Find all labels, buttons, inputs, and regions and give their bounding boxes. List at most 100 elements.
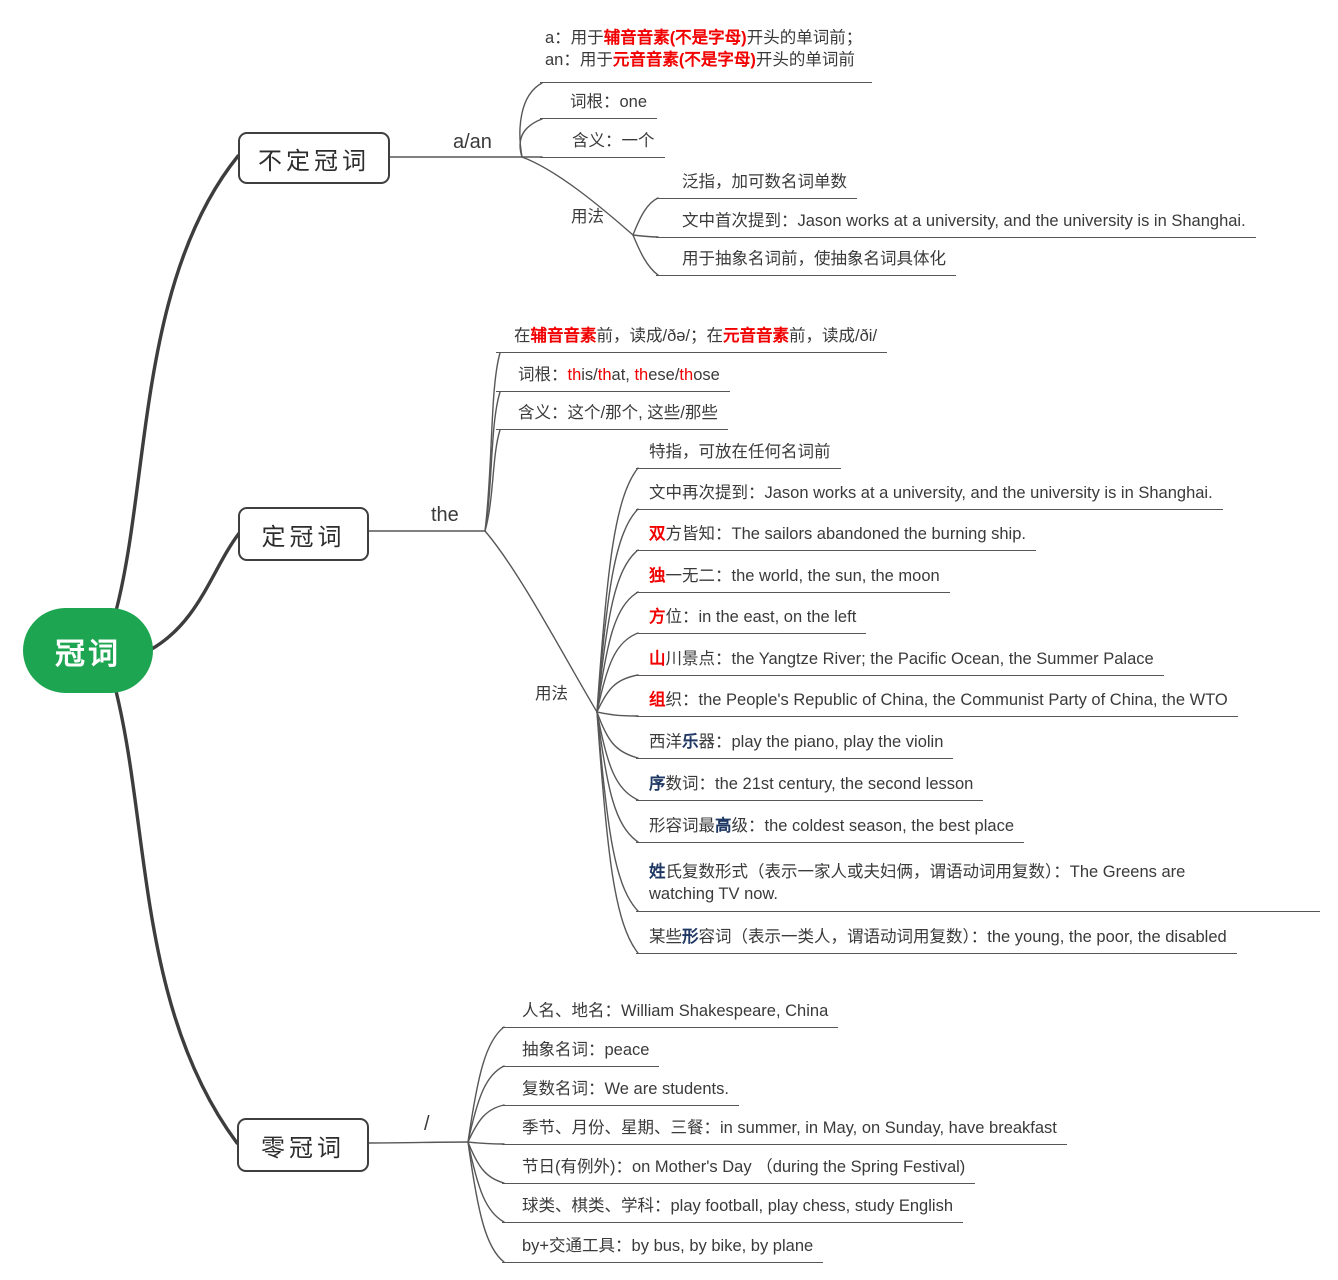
node-definite-usage-unique[interactable]: 独一无二：the world, the sun, the moon	[636, 565, 950, 593]
node-definite-usage-second-mention[interactable]: 文中再次提到：Jason works at a university, and …	[636, 482, 1223, 510]
text-segment: 级：the coldest season, the best place	[731, 817, 1015, 835]
zero-connectors	[364, 1026, 505, 1263]
indefinite-connectors	[385, 82, 659, 276]
text-segment: 氏复数形式（表示一家人或夫妇俩，谓语动词用复数）：The Greens are …	[649, 863, 1186, 903]
text-segment: 词根：	[518, 366, 568, 384]
text-segment: 特指，可放在任何名词前	[649, 443, 831, 461]
text-segment: is/	[581, 366, 598, 384]
node-indefinite-usage-abstract[interactable]: 用于抽象名词前，使抽象名词具体化	[656, 248, 956, 276]
text-segment: 织：the People's Republic of China, the Co…	[665, 691, 1228, 709]
text-segment: 人名、地名：William Shakespeare, China	[522, 1002, 829, 1020]
text-segment: 含义：一个	[572, 132, 655, 150]
text-segment: 季节、月份、星期、三餐：in summer, in May, on Sunday…	[522, 1119, 1057, 1137]
text-segment: 数词：the 21st century, the second lesson	[665, 775, 974, 793]
node-definite-meaning[interactable]: 含义：这个/那个, 这些/那些	[496, 402, 728, 430]
node-indefinite-usage-generic[interactable]: 泛指，加可数名词单数	[656, 171, 857, 199]
node-definite-usage-superlative[interactable]: 形容词最高级：the coldest season, the best plac…	[636, 815, 1024, 843]
node-a-an-rule[interactable]: a：用于辅音音素(不是字母)开头的单词前； an：用于元音音素(不是字母)开头的…	[540, 27, 873, 83]
node-zero-abstract-nouns[interactable]: 抽象名词：peace	[502, 1039, 660, 1067]
branch-node-zero-article[interactable]: 零冠词	[237, 1118, 369, 1172]
text-segment: th	[634, 366, 649, 384]
text-segment: at,	[611, 366, 635, 384]
text-segment: 复数名词：We are students.	[522, 1080, 729, 1098]
text-segment: ose	[693, 366, 720, 384]
text-segment: 辅音音素(不是字母)	[603, 29, 747, 47]
node-indefinite-usage[interactable]: 用法	[571, 208, 604, 226]
root-node-articles[interactable]: 冠词	[23, 608, 153, 693]
node-indefinite-usage-first-mention[interactable]: 文中首次提到：Jason works at a university, and …	[656, 210, 1256, 238]
node-zero-by-transport[interactable]: by+交通工具：by bus, by bike, by plane	[502, 1235, 824, 1263]
edge-label-a-an[interactable]: a/an	[453, 131, 492, 153]
text-segment: th	[597, 366, 612, 384]
text-segment: 前，读成/ðə/；在	[596, 327, 724, 345]
node-definite-usage-adjective-group[interactable]: 某些形容词（表示一类人，谓语动词用复数）：the young, the poor…	[636, 926, 1237, 954]
node-definite-pronunciation[interactable]: 在辅音音素前，读成/ðə/；在元音音素前，读成/ði/	[496, 325, 888, 353]
text-segment: 高	[715, 817, 732, 835]
text-segment: 姓	[649, 863, 666, 881]
node-indefinite-meaning[interactable]: 含义：一个	[540, 130, 665, 158]
node-definite-usage-ordinal[interactable]: 序数词：the 21st century, the second lesson	[636, 773, 984, 801]
branch-node-indefinite-article[interactable]: 不定冠词	[238, 132, 390, 184]
text-segment: 方皆知：The sailors abandoned the burning sh…	[665, 525, 1026, 543]
edge-label-the[interactable]: the	[431, 504, 459, 526]
text-segment: 元音音素(不是字母)	[612, 51, 756, 69]
definite-connectors	[364, 352, 639, 954]
text-segment: 用于抽象名词前，使抽象名词具体化	[682, 250, 946, 268]
edge-label-slash[interactable]: /	[424, 1113, 430, 1135]
node-zero-plural-nouns[interactable]: 复数名词：We are students.	[502, 1078, 739, 1106]
node-definite-usage-landmarks[interactable]: 山川景点：the Yangtze River; the Pacific Ocea…	[636, 648, 1164, 676]
text-segment: 川景点：the Yangtze River; the Pacific Ocean…	[665, 650, 1154, 668]
text-segment: 方	[649, 608, 666, 626]
node-zero-names-places[interactable]: 人名、地名：William Shakespeare, China	[502, 1000, 839, 1028]
node-definite-usage-both-known[interactable]: 双方皆知：The sailors abandoned the burning s…	[636, 523, 1036, 551]
text-segment: 元音音素	[723, 327, 790, 345]
text-segment: 器：play the piano, play the violin	[698, 733, 944, 751]
text-segment: 抽象名词：peace	[522, 1041, 650, 1059]
root-label: 冠词	[55, 637, 121, 671]
text-segment: 球类、棋类、学科：play football, play chess, stud…	[522, 1197, 953, 1215]
text-segment: 双	[649, 525, 666, 543]
text-segment: 词根：one	[570, 93, 648, 111]
root-branch-connectors	[114, 154, 242, 1145]
text-segment: 节日(有例外)：on Mother's Day （during the Spri…	[522, 1158, 966, 1176]
text-segment: 一无二：the world, the sun, the moon	[665, 567, 940, 585]
node-definite-usage[interactable]: 用法	[535, 685, 568, 703]
node-definite-usage-specific[interactable]: 特指，可放在任何名词前	[636, 441, 841, 469]
text-segment: 组	[649, 691, 666, 709]
branch-label: 定冠词	[261, 524, 346, 551]
text-segment: 形容词最	[649, 817, 715, 835]
text-segment: by+交通工具：by bus, by bike, by plane	[522, 1237, 814, 1255]
text-segment: 辅音音素	[530, 327, 597, 345]
node-indefinite-root-word[interactable]: 词根：one	[540, 91, 658, 119]
text-segment: 形	[682, 928, 699, 946]
text-segment: 容词（表示一类人，谓语动词用复数）：the young, the poor, t…	[698, 928, 1227, 946]
text-segment: 某些	[649, 928, 682, 946]
node-zero-festivals[interactable]: 节日(有例外)：on Mother's Day （during the Spri…	[502, 1156, 976, 1184]
text-segment: 独	[649, 567, 666, 585]
text-segment: 含义：这个/那个, 这些/那些	[518, 404, 718, 422]
node-definite-usage-direction[interactable]: 方位：in the east, on the left	[636, 606, 867, 634]
node-definite-root-word[interactable]: 词根：this/that, these/those	[496, 364, 730, 392]
text-segment: 乐	[682, 733, 699, 751]
branch-label: 不定冠词	[258, 148, 370, 175]
text-segment: 文中首次提到：Jason works at a university, and …	[682, 212, 1246, 230]
text-segment: 西洋	[649, 733, 682, 751]
node-definite-usage-organizations[interactable]: 组织：the People's Republic of China, the C…	[636, 689, 1238, 717]
text-segment: 序	[649, 775, 666, 793]
text-segment: 泛指，加可数名词单数	[682, 173, 847, 191]
text-segment: th	[679, 366, 694, 384]
text-segment: 在	[514, 327, 531, 345]
text-segment: ese/	[648, 366, 680, 384]
text-segment: 开头的单词前	[755, 51, 855, 69]
text-segment: a：用于	[545, 29, 604, 47]
node-zero-games-subjects[interactable]: 球类、棋类、学科：play football, play chess, stud…	[502, 1195, 963, 1223]
node-definite-usage-instruments[interactable]: 西洋乐器：play the piano, play the violin	[636, 731, 954, 759]
node-zero-seasons-months[interactable]: 季节、月份、星期、三餐：in summer, in May, on Sunday…	[502, 1117, 1067, 1145]
node-definite-usage-surname-plural[interactable]: 姓氏复数形式（表示一家人或夫妇俩，谓语动词用复数）：The Greens are…	[636, 861, 1320, 912]
text-segment: 文中再次提到：Jason works at a university, and …	[649, 484, 1213, 502]
branch-node-definite-article[interactable]: 定冠词	[238, 507, 369, 561]
text-segment: 山	[649, 650, 666, 668]
text-segment: 位：in the east, on the left	[665, 608, 857, 626]
